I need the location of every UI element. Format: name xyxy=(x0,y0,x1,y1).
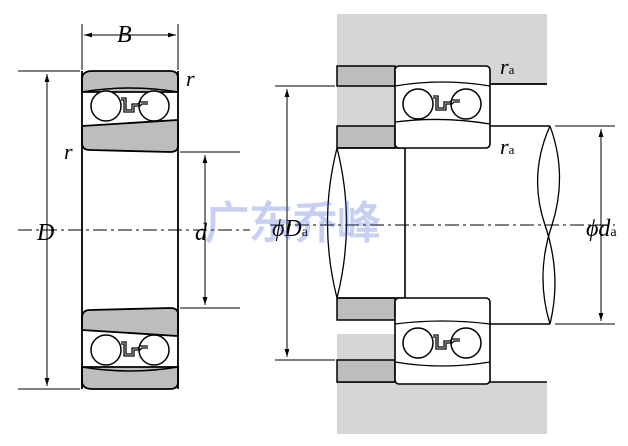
label-b: B xyxy=(117,22,132,48)
watermark: 广东乔峰 xyxy=(205,198,381,249)
dimension-b xyxy=(81,24,179,70)
label-phi-da-shaft: ϕda xyxy=(586,216,617,242)
label-phi-da-housing: ϕDa xyxy=(272,216,309,242)
right-bearing xyxy=(394,65,547,385)
shoulder-rings xyxy=(336,65,396,383)
label-r-top: r xyxy=(186,66,195,91)
label-d-inner: d xyxy=(195,220,208,246)
label-r-left: r xyxy=(64,139,73,164)
dimension-d-inner xyxy=(180,151,240,309)
dimension-da-shaft xyxy=(555,125,615,325)
dimension-d-outer xyxy=(18,70,80,390)
label-d-outer: D xyxy=(36,220,54,246)
label-ra-mid: ra xyxy=(500,134,515,159)
left-bearing xyxy=(18,70,250,390)
label-ra-top: ra xyxy=(500,54,515,79)
dimension-da-housing xyxy=(275,85,335,361)
